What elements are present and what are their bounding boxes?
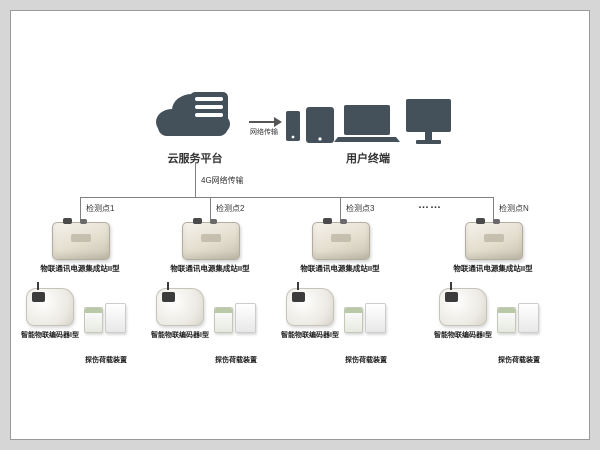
antenna-icon <box>167 282 169 290</box>
cloud-to-bus-line <box>195 163 196 197</box>
drop-line <box>80 197 81 223</box>
connector-nub-icon <box>63 218 72 224</box>
station-label: 物联通讯电源集成站II型 <box>453 264 533 273</box>
camera-module-icon <box>162 292 175 302</box>
encoder-label: 智能物联编码器I型 <box>281 332 339 339</box>
drop-line <box>210 197 211 223</box>
connector-nub-icon <box>80 219 87 224</box>
flaw-box-left <box>344 307 363 333</box>
network-arrow-line <box>249 121 275 123</box>
connector-nub-icon <box>476 218 485 224</box>
monitor-icon <box>406 99 451 144</box>
flaw-box-right <box>518 303 539 333</box>
encoder-label: 智能物联编码器I型 <box>434 332 492 339</box>
cloud-server-icon <box>156 92 230 136</box>
encoder-device-image <box>286 282 334 326</box>
station-label: 物联通讯电源集成站II型 <box>170 264 250 273</box>
more-nodes-ellipsis: …… <box>418 199 442 211</box>
antenna-icon <box>450 282 452 290</box>
station-device-image <box>312 218 370 260</box>
station-device-image <box>465 218 523 260</box>
flaw-device-image <box>497 300 541 348</box>
detection-node-2: 检测点2 物联通讯电源集成站II型 智能物联编码器I型 探伤荷载装置 <box>150 197 270 387</box>
user-terminals-icon <box>286 99 451 144</box>
drop-line <box>340 197 341 223</box>
encoder-device-image <box>439 282 487 326</box>
encoder-device-image <box>26 282 74 326</box>
cloud-platform-label: 云服务平台 <box>167 153 223 165</box>
laptop-icon <box>334 105 400 142</box>
flaw-label: 探伤荷载装置 <box>215 357 257 364</box>
drop-line <box>493 197 494 223</box>
flaw-box-left <box>84 307 103 333</box>
connector-nub-icon <box>210 219 217 224</box>
flaw-box-left <box>497 307 516 333</box>
point-label: 检测点N <box>499 204 529 213</box>
connector-nub-icon <box>193 218 202 224</box>
camera-module-icon <box>32 292 45 302</box>
flaw-box-right <box>235 303 256 333</box>
device-faceplate <box>331 234 351 242</box>
phone-icon <box>286 111 300 141</box>
connector-nub-icon <box>493 219 500 224</box>
flaw-label: 探伤荷载装置 <box>85 357 127 364</box>
4g-network-label: 4G网络传输 <box>201 176 244 185</box>
detection-node-n: 检测点N 物联通讯电源集成站II型 智能物联编码器I型 探伤荷载装置 <box>433 197 553 387</box>
connector-nub-icon <box>340 219 347 224</box>
device-faceplate <box>71 234 91 242</box>
flaw-device-image <box>214 300 258 348</box>
encoder-label: 智能物联编码器I型 <box>151 332 209 339</box>
bus-line <box>80 197 494 198</box>
station-device-image <box>182 218 240 260</box>
network-arrow-head <box>274 117 282 127</box>
encoder-label: 智能物联编码器I型 <box>21 332 79 339</box>
station-device-image <box>52 218 110 260</box>
point-label: 检测点1 <box>86 204 115 213</box>
station-label: 物联通讯电源集成站II型 <box>300 264 380 273</box>
user-terminal-label: 用户终端 <box>346 153 390 165</box>
camera-module-icon <box>292 292 305 302</box>
flaw-box-right <box>365 303 386 333</box>
device-faceplate <box>201 234 221 242</box>
point-label: 检测点2 <box>216 204 245 213</box>
device-faceplate <box>484 234 504 242</box>
tablet-icon <box>306 107 334 143</box>
antenna-icon <box>37 282 39 290</box>
flaw-device-image <box>84 300 128 348</box>
flaw-label: 探伤荷载装置 <box>345 357 387 364</box>
detection-node-1: 检测点1 物联通讯电源集成站II型 智能物联编码器I型 探伤荷载装置 <box>20 197 140 387</box>
flaw-box-right <box>105 303 126 333</box>
flaw-device-image <box>344 300 388 348</box>
camera-module-icon <box>445 292 458 302</box>
connector-nub-icon <box>323 218 332 224</box>
flaw-box-left <box>214 307 233 333</box>
flaw-label: 探伤荷载装置 <box>498 357 540 364</box>
detection-node-3: 检测点3 物联通讯电源集成站II型 智能物联编码器I型 探伤荷载装置 <box>280 197 400 387</box>
antenna-icon <box>297 282 299 290</box>
station-label: 物联通讯电源集成站II型 <box>40 264 120 273</box>
point-label: 检测点3 <box>346 204 375 213</box>
network-transfer-label: 网络传输 <box>250 129 278 136</box>
encoder-device-image <box>156 282 204 326</box>
